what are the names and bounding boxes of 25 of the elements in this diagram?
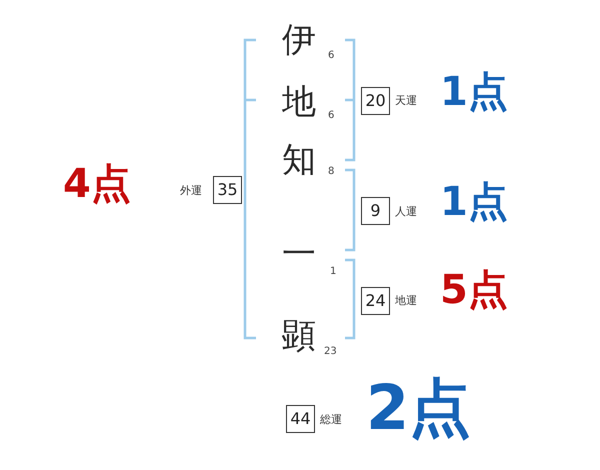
number-box: 24	[361, 287, 390, 315]
stroke-count: 6	[328, 50, 334, 61]
stroke-count: 23	[324, 346, 337, 357]
number-box: 9	[361, 197, 390, 225]
number-box: 35	[213, 176, 242, 204]
name-character: 顕	[282, 318, 316, 356]
number-box: 44	[286, 405, 315, 433]
score-text: 2点	[366, 374, 472, 442]
score-text: 1点	[440, 70, 508, 114]
name-character: 地	[282, 84, 316, 122]
score-text: 5点	[440, 268, 508, 312]
fortune-category: 天運	[395, 94, 417, 108]
fortune-category: 総運	[320, 413, 342, 426]
name-character: 伊	[282, 22, 316, 60]
fortune-category: 人運	[395, 205, 417, 218]
stroke-count: 1	[330, 266, 336, 277]
fortune-category: 地運	[395, 294, 417, 308]
stroke-count: 6	[328, 110, 334, 121]
fortune-category: 外運	[180, 184, 202, 198]
name-character: 一	[282, 236, 316, 274]
score-text: 1点	[440, 180, 508, 224]
number-box: 20	[361, 87, 390, 115]
score-text: 4点	[63, 162, 131, 206]
stroke-count: 8	[328, 166, 334, 177]
name-character: 知	[282, 142, 316, 180]
